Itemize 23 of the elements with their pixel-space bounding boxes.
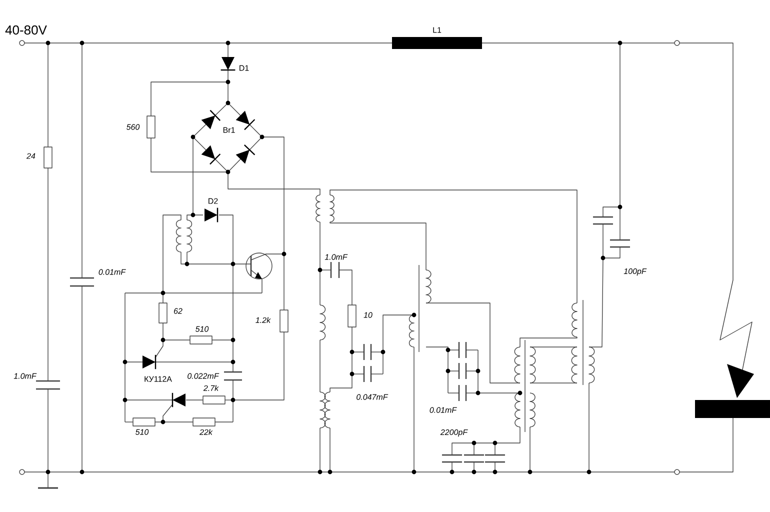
- component-label: 2.7k: [203, 385, 219, 391]
- component-label: КУ112А: [144, 376, 172, 382]
- component-label: 62: [174, 308, 182, 314]
- component-label: L1: [433, 27, 442, 33]
- component-label: D1: [240, 65, 249, 71]
- component-label: D2: [208, 198, 218, 204]
- component-label: 1.2k: [256, 317, 271, 323]
- component-label: 510: [136, 429, 149, 435]
- component-label: 10: [364, 312, 372, 318]
- component-label: 0.047mF: [356, 394, 388, 400]
- component-label: 0.01mF: [430, 407, 457, 413]
- voltage-label: 40-80V: [5, 25, 47, 35]
- component-label: 1.0mF: [14, 373, 37, 379]
- component-label: 510: [196, 326, 209, 332]
- component-label: 22k: [200, 429, 213, 435]
- component-label: 0.01mF: [98, 269, 126, 275]
- component-label: Br1: [223, 127, 235, 133]
- component-label: 560: [126, 124, 140, 130]
- component-label: 2200pF: [440, 429, 468, 437]
- component-label: 24: [26, 153, 36, 159]
- component-label: 100pF: [624, 268, 647, 276]
- component-label: 1.0mF: [324, 254, 348, 260]
- component-label: 0.022mF: [188, 373, 220, 379]
